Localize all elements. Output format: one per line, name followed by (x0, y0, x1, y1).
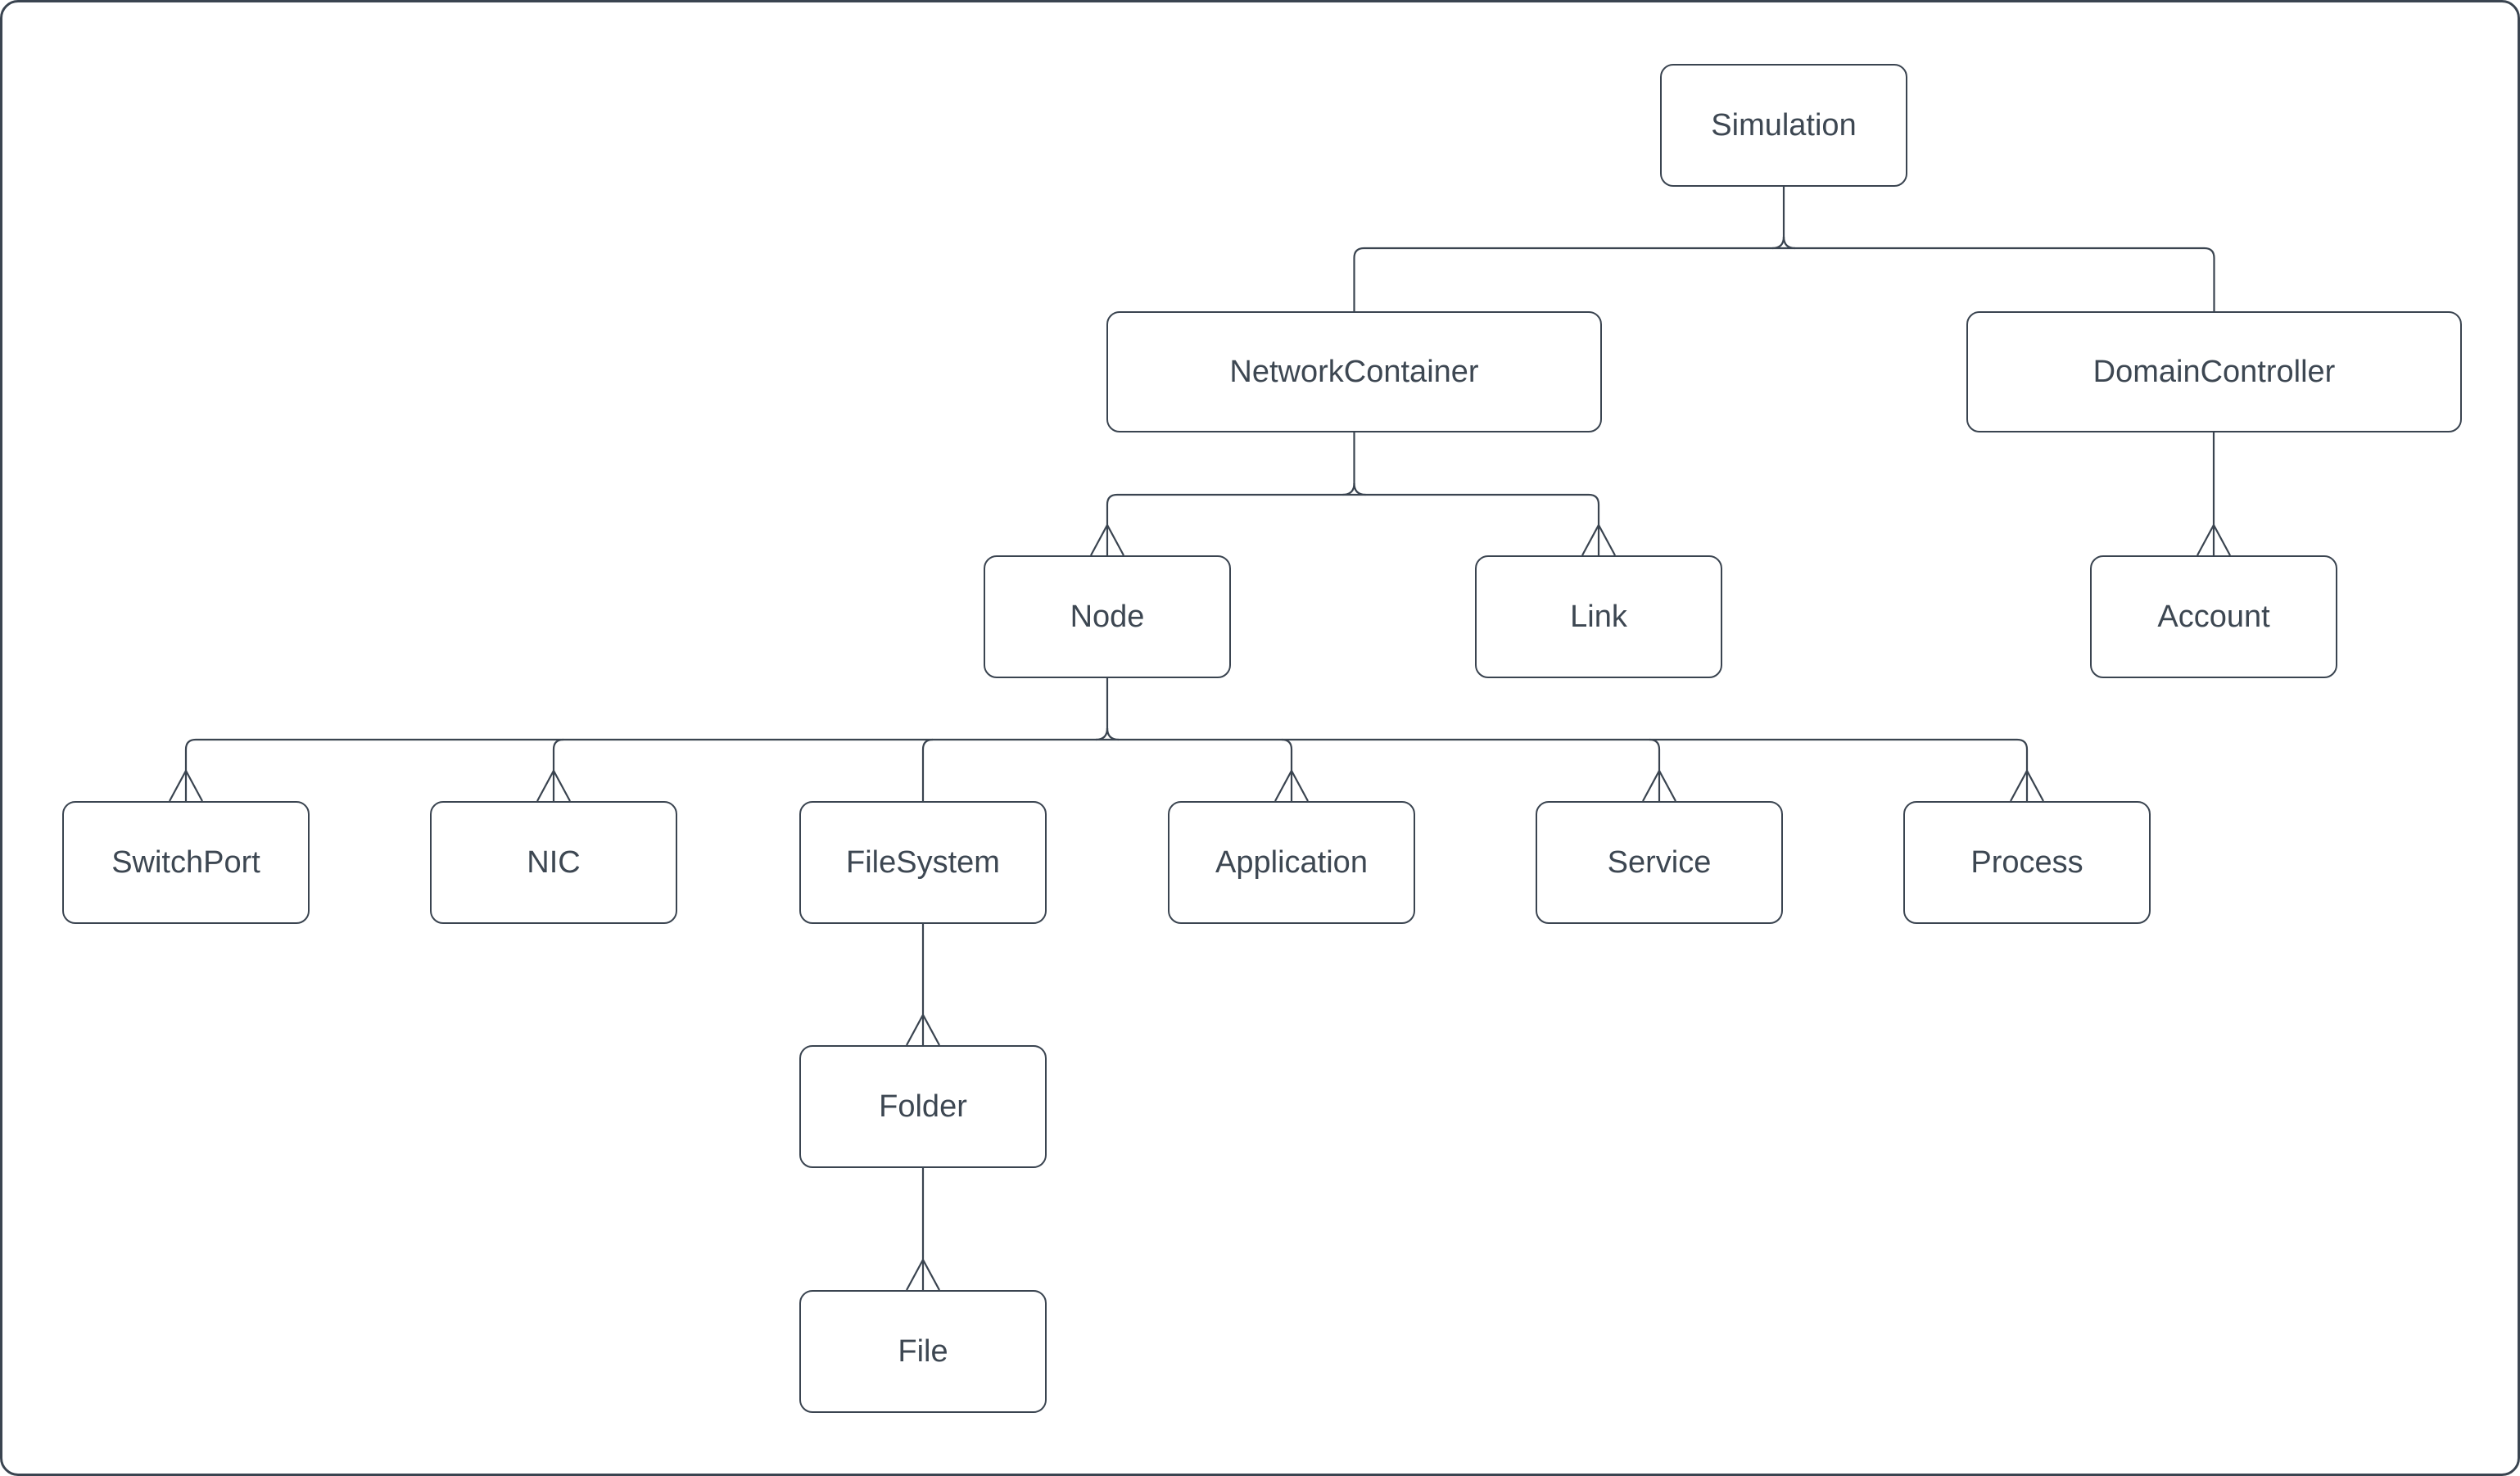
node-box-account[interactable]: Account (2090, 555, 2337, 678)
node-label: NetworkContainer (1229, 355, 1479, 389)
node-box-link[interactable]: Link (1475, 555, 1722, 678)
edge-networkcontainer-flare-right (1353, 482, 1366, 496)
node-label: Application (1215, 845, 1368, 880)
node-label: Service (1607, 845, 1712, 880)
edge-networkcontainer-flare-left (1342, 482, 1355, 496)
arrowhead-link (1581, 523, 1616, 556)
arrowhead-account (2197, 523, 2231, 556)
arrowhead-folder (906, 1012, 940, 1046)
node-label: Simulation (1711, 108, 1857, 143)
node-label: NIC (527, 845, 581, 880)
edge-drop-service (1649, 738, 1661, 801)
node-box-node[interactable]: Node (984, 555, 1231, 678)
arrowhead-switchport (169, 768, 203, 802)
edge-bus-level3 (184, 738, 2029, 801)
node-label: SwitchPort (111, 845, 260, 880)
node-box-application[interactable]: Application (1168, 801, 1415, 924)
node-box-file[interactable]: File (799, 1290, 1047, 1413)
node-label: Link (1570, 600, 1627, 634)
node-label: Process (1970, 845, 2083, 880)
edge-simulation-flare-left (1771, 236, 1785, 250)
edge-simulation-flare-right (1782, 236, 1796, 250)
edge-bus-level2 (1106, 493, 1600, 555)
edge-drop-application (1281, 738, 1293, 801)
node-label: Account (2157, 600, 2270, 634)
node-label: DomainController (2092, 355, 2336, 389)
node-box-switch-port[interactable]: SwitchPort (62, 801, 310, 924)
edge-drop-nic (552, 738, 564, 801)
node-box-file-system[interactable]: FileSystem (799, 801, 1047, 924)
node-label: File (898, 1334, 948, 1369)
node-box-nic[interactable]: NIC (430, 801, 677, 924)
node-label: Folder (879, 1089, 967, 1124)
arrowhead-service (1642, 768, 1676, 802)
arrowhead-nic (536, 768, 571, 802)
node-box-folder[interactable]: Folder (799, 1045, 1047, 1168)
edge-drop-filesystem (921, 738, 934, 801)
arrowhead-file (906, 1257, 940, 1291)
node-label: FileSystem (846, 845, 1000, 880)
node-box-network-container[interactable]: NetworkContainer (1106, 311, 1602, 432)
node-box-domain-controller[interactable]: DomainController (1966, 311, 2462, 432)
arrowhead-application (1274, 768, 1309, 802)
node-label: Node (1070, 600, 1145, 634)
edge-bus-level1 (1353, 247, 2215, 311)
arrowhead-node (1090, 523, 1124, 556)
node-box-service[interactable]: Service (1536, 801, 1783, 924)
edge-node-flare-right (1106, 727, 1120, 741)
arrowhead-process (2010, 768, 2044, 802)
edge-node-flare-left (1095, 727, 1109, 741)
node-box-simulation[interactable]: Simulation (1660, 64, 1907, 187)
node-box-process[interactable]: Process (1903, 801, 2151, 924)
